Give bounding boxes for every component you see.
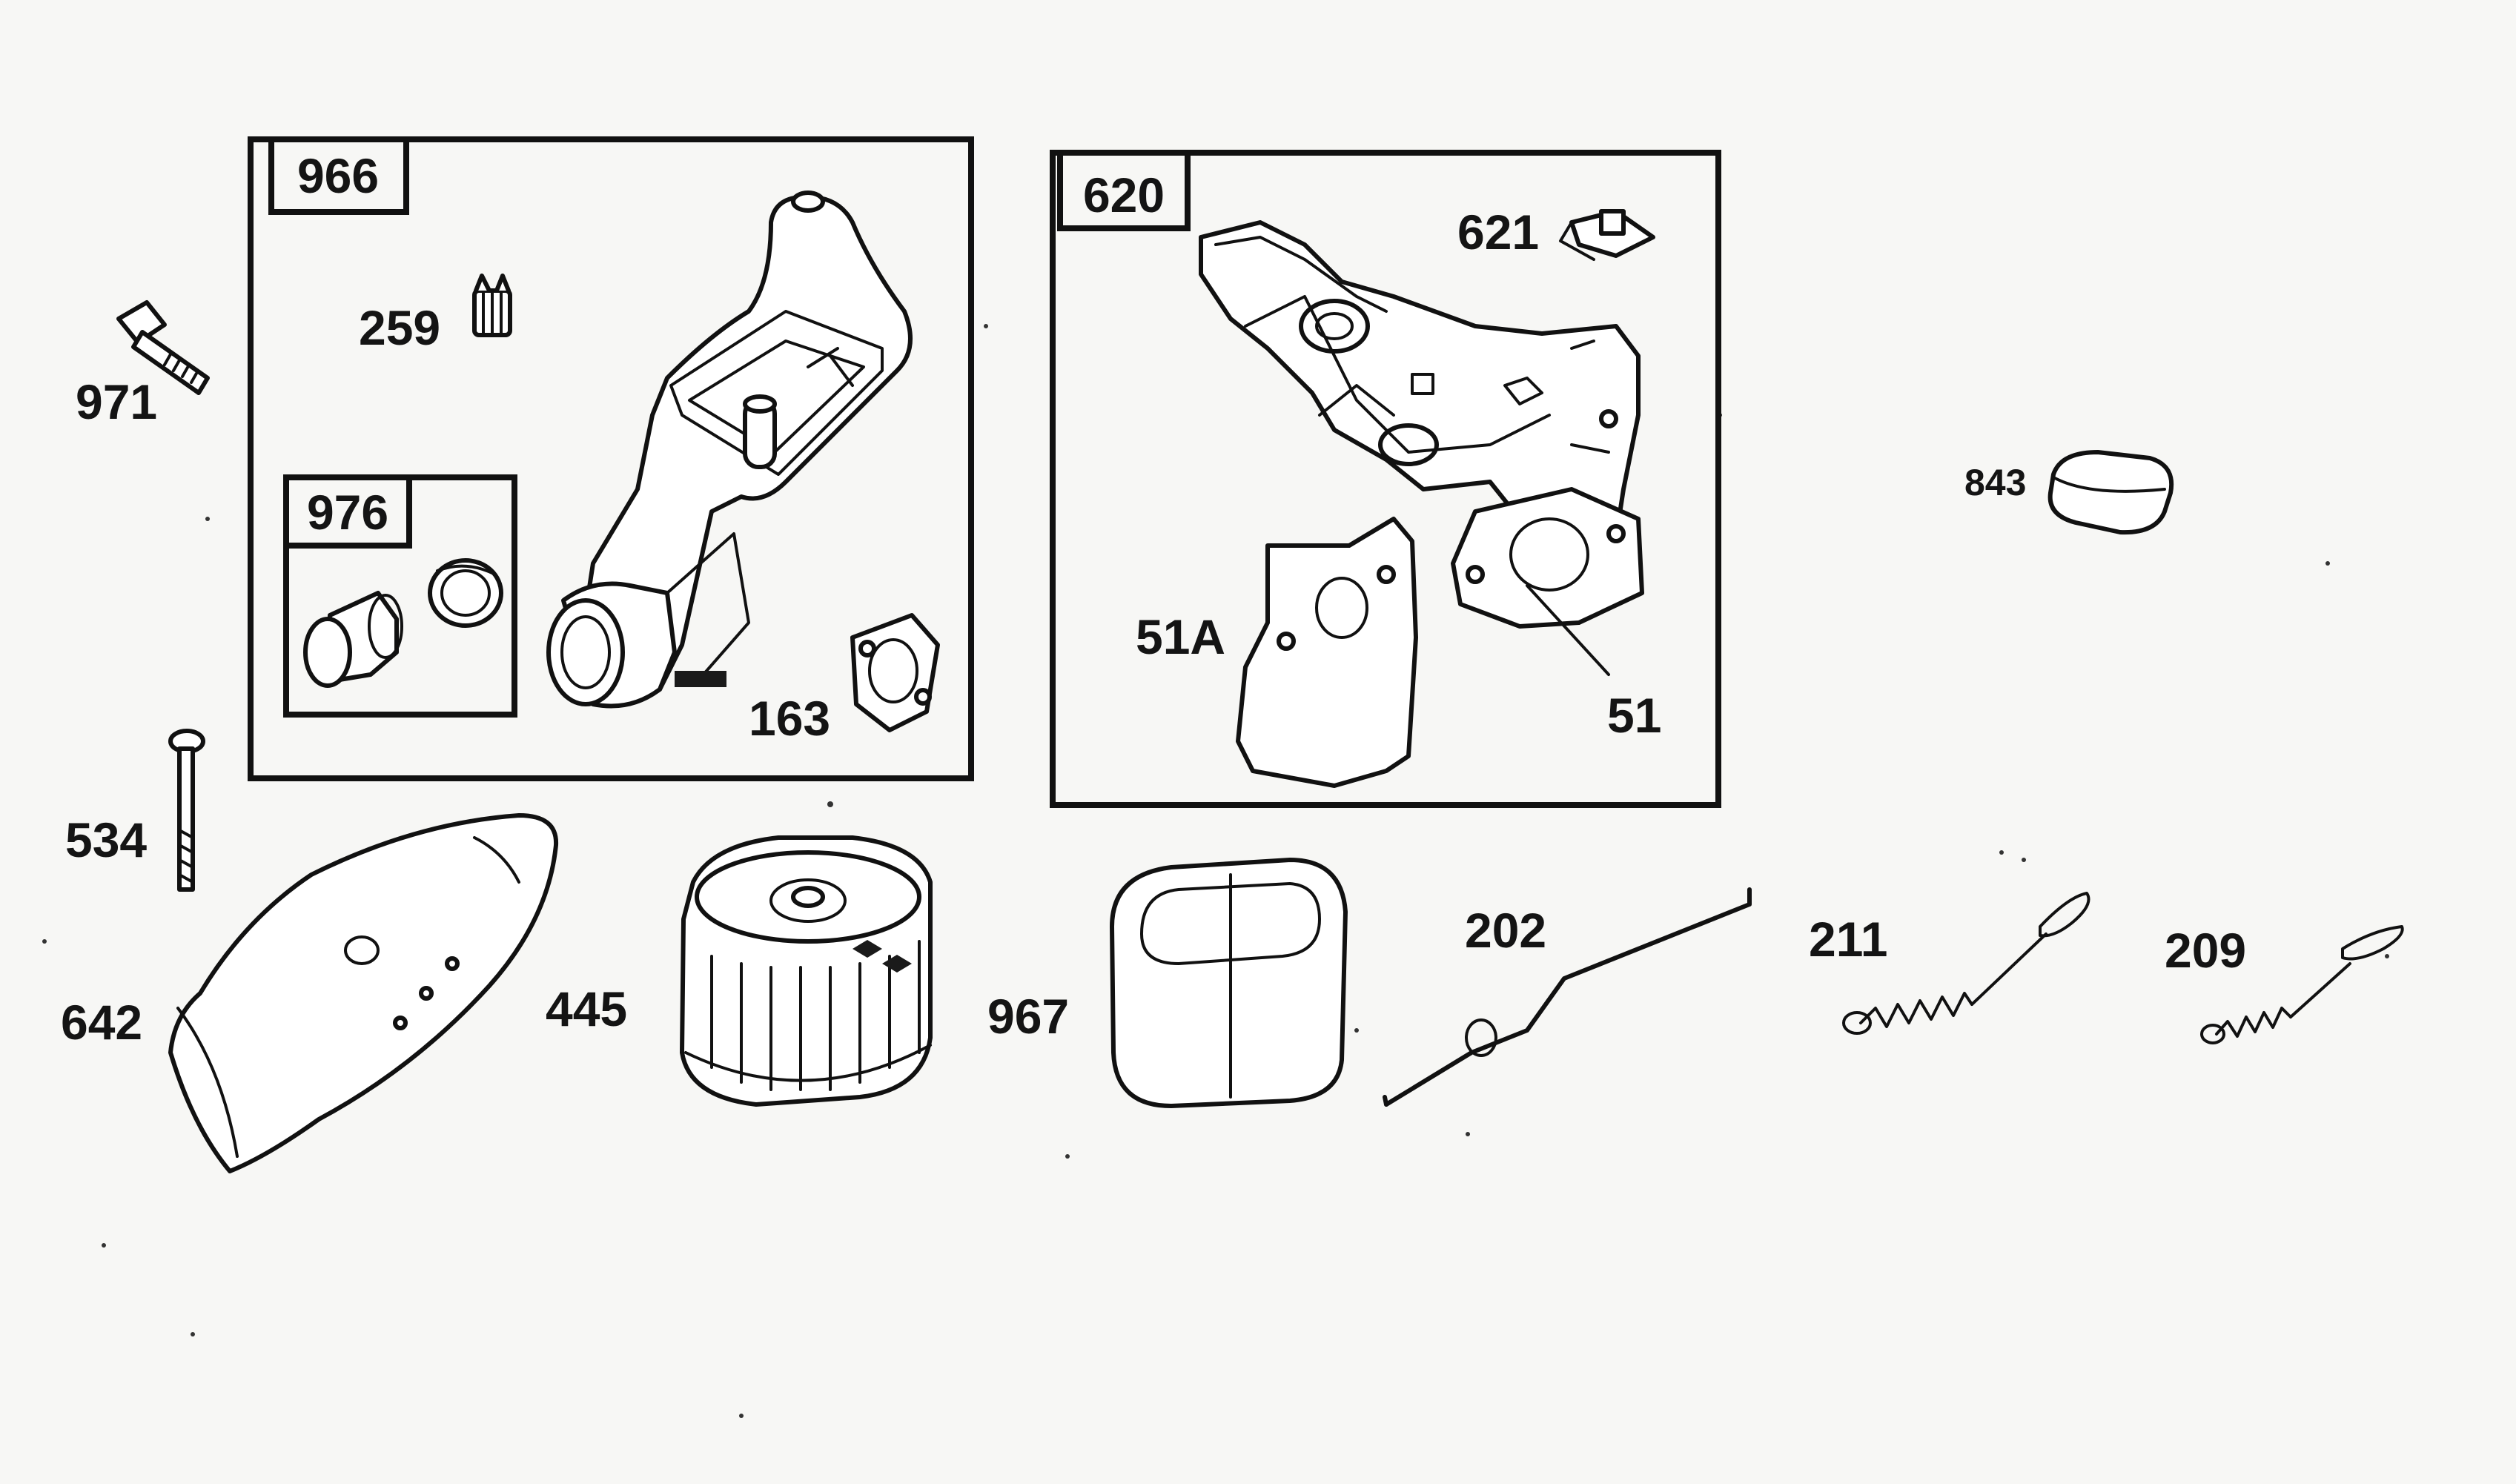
part-445-filter [680, 835, 933, 1107]
kit-620-frame: 620 [1050, 150, 1721, 808]
part-843-label: 843 [1964, 462, 2026, 503]
kit-976-frame: 976 [283, 474, 517, 718]
part-976-clamp [428, 558, 503, 628]
part-621-label: 621 [1457, 205, 1539, 259]
part-51-leader [1526, 584, 1610, 676]
part-51A-gasket [1236, 517, 1418, 788]
part-211-spring [1842, 892, 2090, 1035]
part-51-label: 51 [1607, 688, 1661, 743]
part-211-label: 211 [1809, 912, 1887, 967]
kit-966-frame: 966 [248, 136, 974, 781]
part-51-gasket [1451, 487, 1644, 629]
part-642-label: 642 [61, 995, 142, 1050]
air-cleaner-base [546, 191, 913, 709]
part-202-label: 202 [1465, 903, 1546, 958]
part-967-precleaner [1110, 858, 1348, 1108]
kit-966-label: 966 [297, 148, 379, 203]
part-163-gasket [850, 613, 940, 732]
part-843-foam [2047, 450, 2174, 535]
part-621-clip [1559, 209, 1655, 261]
part-209-label: 209 [2165, 923, 2246, 978]
part-971-bolt [116, 300, 210, 395]
part-51A-label: 51A [1136, 609, 1225, 664]
kit-620-label: 620 [1083, 168, 1165, 222]
part-259-fitting [472, 274, 512, 337]
part-163-label: 163 [749, 691, 830, 746]
part-445-label: 445 [546, 981, 627, 1036]
part-202-rod [1383, 887, 1752, 1107]
part-967-label: 967 [987, 989, 1069, 1044]
part-209-spring [2200, 925, 2404, 1044]
part-642-cover [168, 813, 559, 1173]
part-971-label: 971 [76, 374, 157, 429]
part-534-label: 534 [65, 812, 147, 867]
part-259-label: 259 [359, 300, 440, 355]
kit-976-label: 976 [307, 485, 388, 540]
part-534-screw [168, 729, 205, 892]
part-976-bulb [303, 591, 403, 688]
